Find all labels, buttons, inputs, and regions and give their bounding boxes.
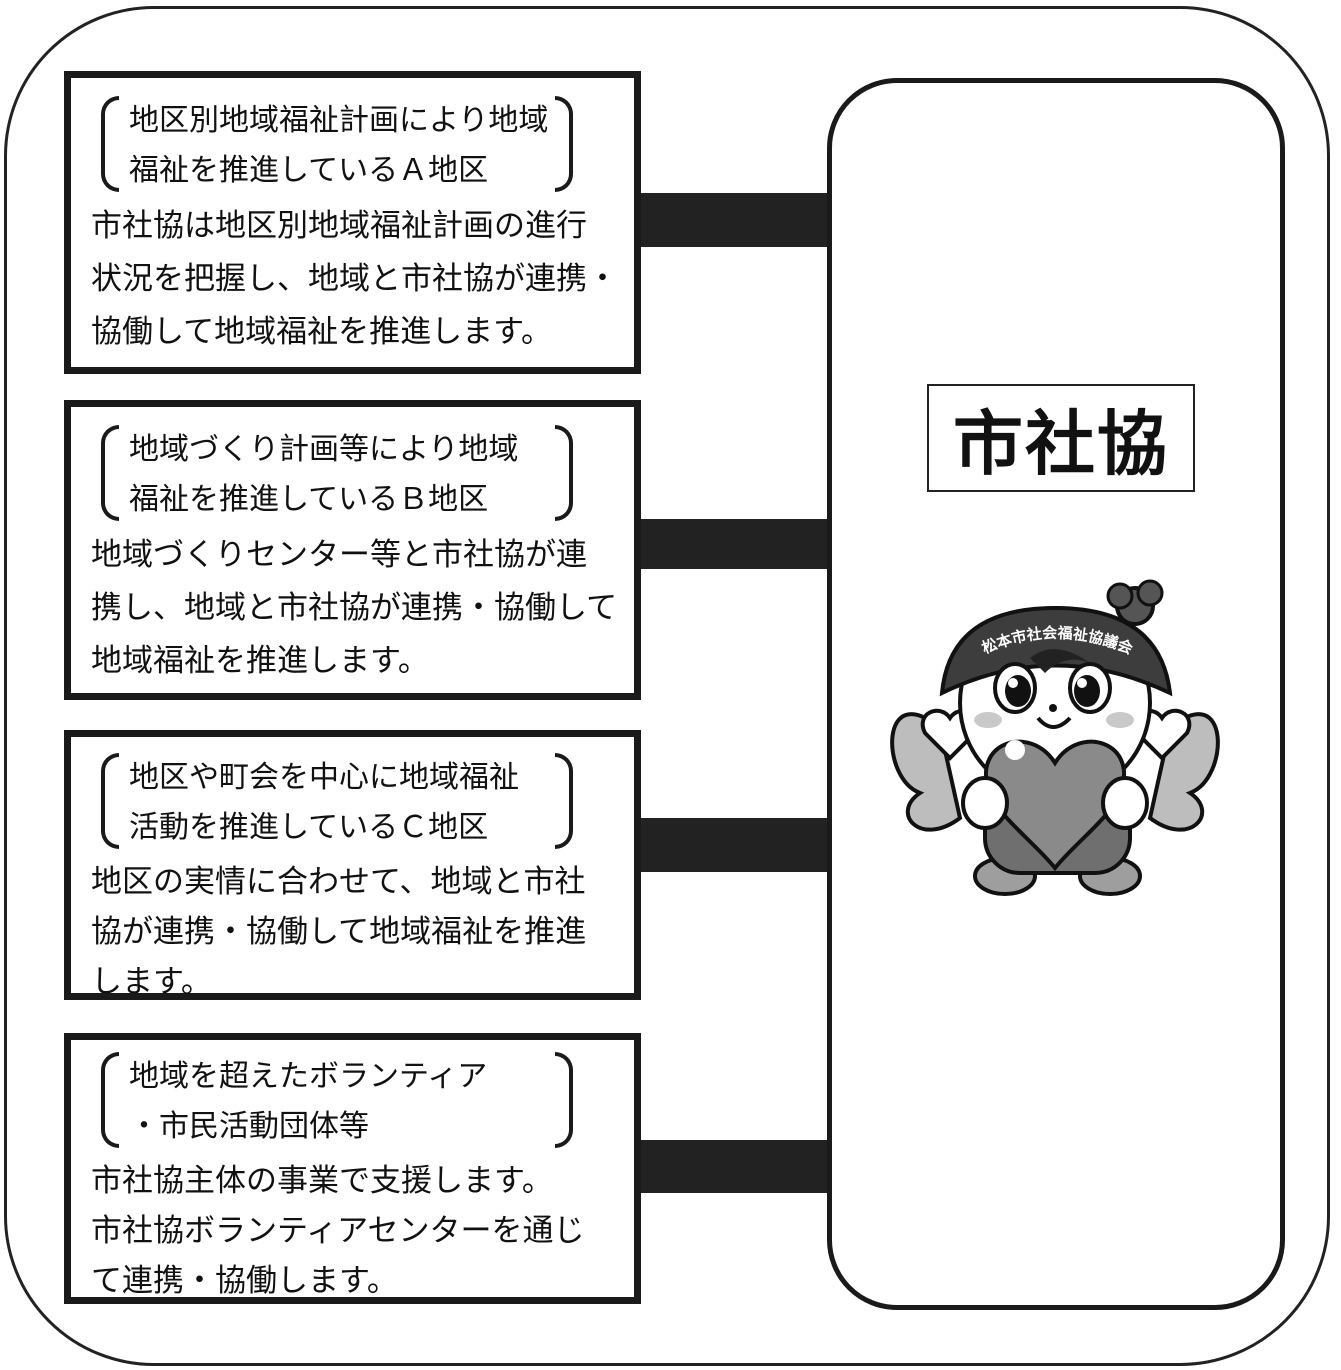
left-bracket (101, 96, 119, 192)
group-heading: 地域づくり計画等により地域 福祉を推進しているＢ地区 (101, 423, 573, 529)
outer-frame (4, 6, 1330, 1366)
group-heading: 地区や町会を中心に地域福祉 活動を推進しているＣ地区 (101, 751, 573, 857)
left-bracket (101, 1052, 119, 1148)
shakyo-title: 市社協 (927, 384, 1195, 492)
group-description: 市社協は地区別地域福祉計画の進行 状況を把握し、地域と市社協が連携・ 協働して地… (91, 208, 618, 350)
right-bracket (555, 425, 573, 521)
mascot-illustration: 松本市社会福祉協議会 (890, 579, 1220, 896)
right-bracket (555, 1052, 573, 1148)
group-heading-text: 地区別地域福祉計画により地域 福祉を推進しているＡ地区 (129, 103, 549, 188)
right-bracket (555, 96, 573, 192)
connector-b (641, 519, 831, 569)
group-heading: 地区別地域福祉計画により地域 福祉を推進しているＡ地区 (101, 94, 573, 200)
group-description: 地域づくりセンター等と市社協が連 携し、地域と市社協が連携・協働して 地域福祉を… (91, 537, 618, 679)
group-heading-text: 地域づくり計画等により地域 福祉を推進しているＢ地区 (129, 432, 519, 517)
group-description: 市社協主体の事業で支援します。 市社協ボランティアセンターを通じ て連携・協働し… (91, 1163, 585, 1299)
group-description: 地区の実情に合わせて、地域と市社 協が連携・協働して地域福祉を推進 します。 (91, 864, 587, 1000)
group-box-a: 地区別地域福祉計画により地域 福祉を推進しているＡ地区 市社協は地区別地域福祉計… (64, 71, 641, 374)
connector-c (641, 818, 831, 872)
shakyo-panel (827, 78, 1285, 1310)
group-box-c: 地区や町会を中心に地域福祉 活動を推進しているＣ地区 地区の実情に合わせて、地域… (64, 730, 641, 1000)
connector-a (641, 193, 831, 247)
group-box-d: 地域を超えたボランティア ・市民活動団体等 市社協主体の事業で支援します。 市社… (64, 1033, 641, 1304)
right-bracket (555, 753, 573, 849)
left-bracket (101, 753, 119, 849)
group-heading-text: 地域を超えたボランティア ・市民活動団体等 (129, 1059, 488, 1144)
left-bracket (101, 425, 119, 521)
group-box-b: 地域づくり計画等により地域 福祉を推進しているＢ地区 地域づくりセンター等と市社… (64, 400, 641, 700)
group-heading-text: 地区や町会を中心に地域福祉 活動を推進しているＣ地区 (129, 760, 519, 845)
connector-d (641, 1140, 831, 1193)
group-heading: 地域を超えたボランティア ・市民活動団体等 (101, 1050, 573, 1156)
